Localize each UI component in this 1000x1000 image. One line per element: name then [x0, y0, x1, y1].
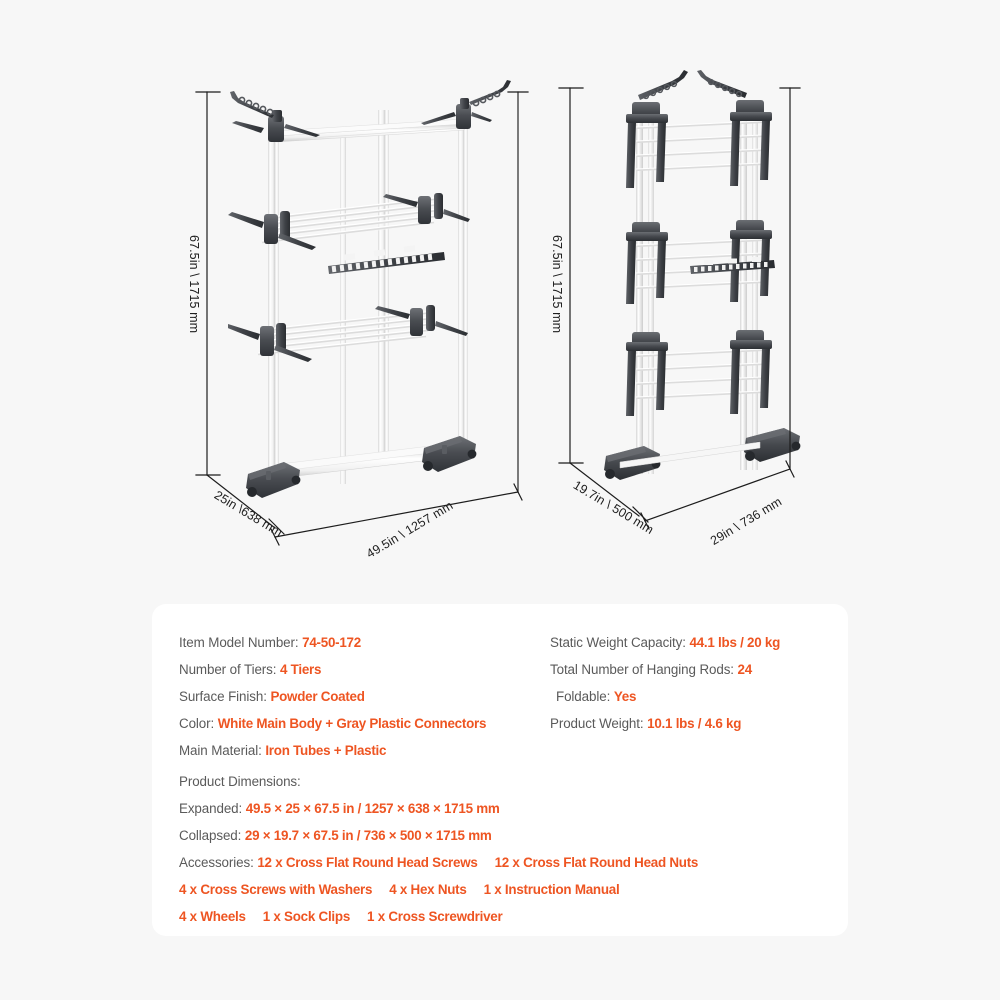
spec-value-accessory-6: 4 x Wheels: [179, 909, 246, 924]
spec-value-expanded: 49.5 × 25 × 67.5 in / 1257 × 638 × 1715 …: [245, 801, 500, 816]
spec-value-foldable: Yes: [613, 689, 637, 704]
spec-value-hanging-rods: 24: [737, 662, 753, 677]
spec-row-main-material: Main Material: Iron Tubes + Plastic: [179, 737, 559, 764]
spec-value-model-number: 74-50-172: [302, 635, 361, 650]
spec-row-accessories: Accessories: 12 x Cross Flat Round Head …: [179, 849, 839, 876]
spec-label-foldable: Foldable:: [556, 689, 611, 704]
spec-right-column: Static Weight Capacity: 44.1 lbs / 20 kg…: [550, 629, 850, 737]
spec-label-surface-finish: Surface Finish:: [179, 689, 267, 704]
spec-value-accessory-7: 1 x Sock Clips: [262, 909, 351, 924]
spec-row-expanded: Expanded: 49.5 × 25 × 67.5 in / 1257 × 6…: [179, 795, 839, 822]
spec-row-accessories-line3: 4 x Wheels 1 x Sock Clips 1 x Cross Screwd…: [179, 903, 839, 930]
dimension-lines: [195, 87, 801, 546]
spec-left-column: Item Model Number: 74-50-172 Number of T…: [179, 629, 559, 764]
spec-value-surface-finish: Powder Coated: [270, 689, 365, 704]
spec-value-weight-capacity: 44.1 lbs / 20 kg: [689, 635, 781, 650]
spec-value-accessory-4: 4 x Hex Nuts: [389, 882, 467, 897]
spec-value-accessory-2: 12 x Cross Flat Round Head Nuts: [494, 855, 699, 870]
spec-label-product-weight: Product Weight:: [550, 716, 644, 731]
spec-row-surface-finish: Surface Finish: Powder Coated: [179, 683, 559, 710]
spec-value-main-material: Iron Tubes + Plastic: [265, 743, 387, 758]
spec-value-color: White Main Body + Gray Plastic Connector…: [217, 716, 487, 731]
spec-label-weight-capacity: Static Weight Capacity:: [550, 635, 686, 650]
spec-value-tiers: 4 Tiers: [280, 662, 322, 677]
spec-label-collapsed: Collapsed:: [179, 828, 242, 843]
spec-row-dimensions-heading: Product Dimensions:: [179, 768, 839, 795]
collapsed-height-label: 67.5in \ 1715 mm: [550, 235, 564, 334]
spec-row-foldable: Foldable: Yes: [550, 683, 850, 710]
spec-row-hanging-rods: Total Number of Hanging Rods: 24: [550, 656, 850, 683]
spec-label-hanging-rods: Total Number of Hanging Rods:: [550, 662, 734, 677]
spec-label-color: Color:: [179, 716, 215, 731]
spec-label-accessories: Accessories:: [179, 855, 254, 870]
spec-row-weight-capacity: Static Weight Capacity: 44.1 lbs / 20 kg: [550, 629, 850, 656]
spec-row-collapsed: Collapsed: 29 × 19.7 × 67.5 in / 736 × 5…: [179, 822, 839, 849]
spec-label-dimensions-heading: Product Dimensions:: [179, 774, 301, 789]
spec-value-collapsed: 29 × 19.7 × 67.5 in / 736 × 500 × 1715 m…: [244, 828, 492, 843]
spec-row-product-weight: Product Weight: 10.1 lbs / 4.6 kg: [550, 710, 850, 737]
spec-value-accessory-1: 12 x Cross Flat Round Head Screws: [257, 855, 478, 870]
spec-value-accessory-5: 1 x Instruction Manual: [483, 882, 620, 897]
spec-label-tiers: Number of Tiers:: [179, 662, 277, 677]
spec-row-model-number: Item Model Number: 74-50-172: [179, 629, 559, 656]
collapsed-rack-illustration: [600, 70, 810, 500]
spec-label-model-number: Item Model Number:: [179, 635, 299, 650]
spec-value-accessory-8: 1 x Cross Screwdriver: [367, 909, 503, 924]
spec-row-accessories-line2: 4 x Cross Screws with Washers 4 x Hex Nut…: [179, 876, 839, 903]
spec-row-color: Color: White Main Body + Gray Plastic Co…: [179, 710, 559, 737]
expanded-rack-illustration: [228, 74, 528, 514]
specifications-panel: Item Model Number: 74-50-172 Number of T…: [152, 604, 848, 936]
spec-label-expanded: Expanded:: [179, 801, 243, 816]
spec-value-product-weight: 10.1 lbs / 4.6 kg: [647, 716, 742, 731]
spec-dimensions-section: Product Dimensions: Expanded: 49.5 × 25 …: [179, 768, 839, 930]
spec-label-main-material: Main Material:: [179, 743, 262, 758]
product-diagram-area: 67.5in \ 1715 mm 25in \638 mm 49.5in \ 1…: [187, 70, 810, 561]
spec-value-accessory-3: 4 x Cross Screws with Washers: [179, 882, 373, 897]
expanded-height-label: 67.5in \ 1715 mm: [187, 235, 201, 334]
spec-row-tiers: Number of Tiers: 4 Tiers: [179, 656, 559, 683]
